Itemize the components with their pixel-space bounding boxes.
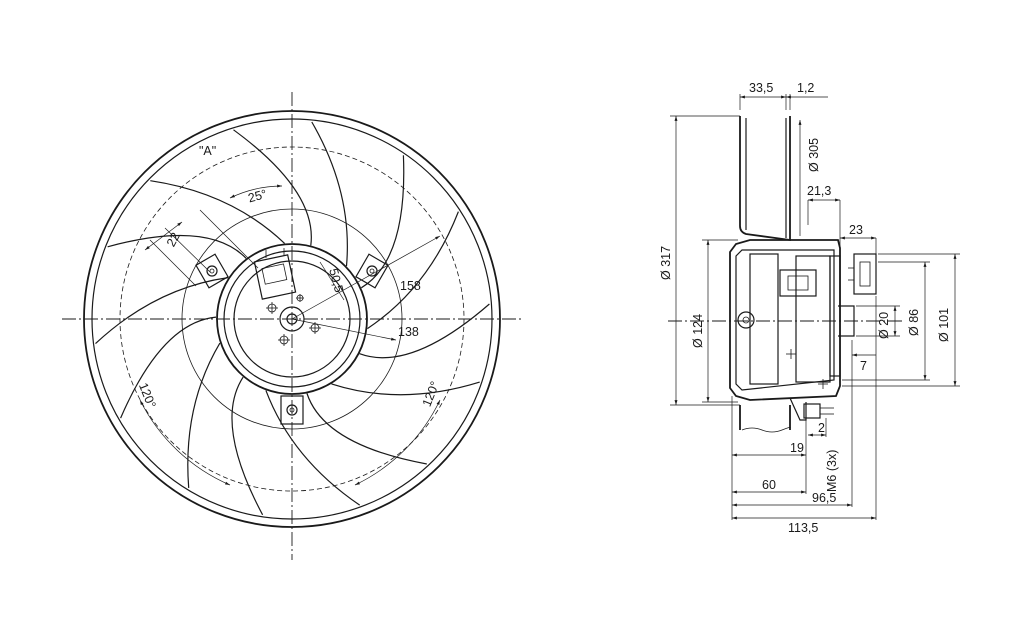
fan-blade — [95, 277, 229, 419]
dim-circle-138 — [181, 208, 403, 430]
motor-hub-inner — [233, 260, 351, 378]
motor-hub-outer — [216, 243, 368, 395]
angle-120-left-arc — [139, 399, 231, 486]
motor-shaft-outer — [279, 306, 305, 332]
side-connector — [848, 253, 877, 295]
radius-138-line — [291, 318, 397, 341]
dim-22-label: 22 — [164, 230, 183, 249]
dim-d20-label: Ø 20 — [877, 312, 891, 339]
dim-d124-label: Ø 124 — [691, 314, 705, 348]
dim-2-label: 2 — [818, 421, 825, 435]
dim-7-label: 7 — [860, 359, 867, 373]
side-view: 33,5 1,2 Ø 305 21,3 23 Ø 317 Ø 124 Ø 20 … — [659, 81, 960, 535]
dim-21-3-label: 21,3 — [807, 184, 831, 198]
motor-body — [729, 239, 855, 421]
mounting-stud — [803, 403, 834, 419]
dim-138-label: 138 — [398, 325, 419, 339]
dim-d101-label: Ø 101 — [937, 308, 951, 342]
dim-d305-label: Ø 305 — [807, 138, 821, 172]
fan-blade — [360, 155, 459, 330]
dim-d317-label: Ø 317 — [659, 246, 673, 280]
detail-a-label: "A" — [199, 144, 216, 158]
angle-120-right-arc — [354, 399, 441, 486]
dim-19-label: 19 — [790, 441, 804, 455]
fan-blade — [233, 121, 348, 267]
radius-158-line — [291, 235, 441, 320]
mounting-lug-bottom — [280, 395, 304, 425]
fan-shroud-outer-ring — [83, 110, 501, 528]
fan-blade — [107, 180, 286, 259]
fan-blade — [187, 342, 264, 516]
dim-23-label: 23 — [849, 223, 863, 237]
dim-96-5-label: 96,5 — [812, 491, 836, 505]
front-view: "A" 25° 22 50,5 158 138 120° 120° — [62, 92, 524, 560]
angle-120-left-label: 120° — [136, 381, 159, 410]
dim-1-2-label: 1,2 — [797, 81, 814, 95]
motor-hub-ring — [223, 250, 361, 388]
angle-120-right-label: 120° — [420, 379, 443, 408]
dim-50-5-line — [319, 261, 345, 301]
dim-22-line — [144, 221, 183, 251]
angle-25-arc — [229, 184, 283, 199]
dim-50-5-label: 50,5 — [326, 267, 346, 294]
angle-25-leader — [199, 209, 259, 269]
blade-tip-circle-158 — [119, 146, 465, 492]
dim-113-5-label: 113,5 — [788, 521, 818, 535]
dim-d86-label: Ø 86 — [907, 309, 921, 336]
fan-blade — [265, 390, 427, 506]
electrical-connector — [253, 248, 297, 300]
fan-blade — [331, 303, 490, 396]
mounting-lug-right — [355, 253, 389, 289]
hub-bolt-symbols — [266, 294, 321, 346]
dim-33-5-label: 33,5 — [749, 81, 773, 95]
shroud-cylinder — [739, 116, 791, 433]
motor-shaft — [286, 313, 298, 325]
mounting-lug-left — [195, 253, 229, 289]
dim-60-label: 60 — [762, 478, 776, 492]
fan-shroud-inner-ring — [91, 118, 493, 520]
dim-m6-label: M6 (3x) — [825, 450, 839, 492]
dim-158-label: 158 — [400, 279, 421, 293]
angle-25-label: 25° — [247, 187, 269, 205]
